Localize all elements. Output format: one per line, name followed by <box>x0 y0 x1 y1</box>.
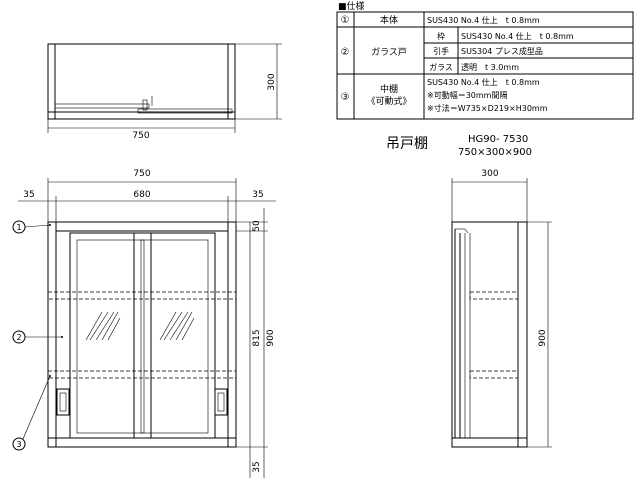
spec-table: ■仕様 ① 本体 SUS430 No.4 仕上 t 0.8mm ② ガラス戸 枠… <box>336 0 634 120</box>
spec-row1-text: SUS430 No.4 仕上 t 0.8mm <box>427 15 540 25</box>
spec-row5-text2: ※可動幅＝30mm間隔 <box>427 90 507 100</box>
top-view: 750 300 <box>47 43 282 141</box>
callout-2: 2 <box>16 333 21 342</box>
spec-row2-part: ガラス戸 <box>371 47 407 58</box>
product-model: HG90- 7530 <box>468 134 528 145</box>
spec-row3-sub: 引手 <box>433 46 449 56</box>
dim-front-inner: 680 <box>133 190 150 200</box>
spec-row5-text3: ※寸法＝W735×D219×H30mm <box>427 103 548 113</box>
spec-row1-no: ① <box>341 15 350 26</box>
spec-row5-part2: 《可動式》 <box>366 95 411 107</box>
dim-top-depth: 300 <box>267 73 277 90</box>
spec-row5-no: ③ <box>341 92 350 103</box>
dim-front-mid: 815 <box>252 329 262 346</box>
dim-front-top: 50 <box>252 220 262 232</box>
dim-side-depth: 300 <box>481 169 498 179</box>
spec-row1-part: 本体 <box>380 14 398 26</box>
dim-front-bottom: 35 <box>252 461 262 472</box>
callout-3: 3 <box>16 440 21 449</box>
dim-front-width: 750 <box>133 169 150 179</box>
dim-side-height: 900 <box>538 329 548 346</box>
product-name: 吊戸棚 <box>386 136 428 152</box>
spec-heading: ■仕様 <box>338 0 365 12</box>
side-view: 300 900 <box>451 169 552 448</box>
front-view: 750 35 680 35 <box>12 169 276 478</box>
dim-front-side-right: 35 <box>252 190 263 200</box>
dim-top-width: 750 <box>132 131 149 141</box>
spec-row5-text: SUS430 No.4 仕上 t 0.8mm <box>427 77 540 87</box>
spec-row2-sub: 枠 <box>437 31 445 41</box>
spec-row4-sub: ガラス <box>429 62 453 72</box>
dim-front-side-left: 35 <box>23 190 34 200</box>
callout-1: 1 <box>16 223 21 232</box>
spec-row2-no: ② <box>341 47 350 58</box>
spec-table-border <box>336 11 634 120</box>
product-size: 750×300×900 <box>458 147 532 158</box>
spec-row3-text: SUS304 プレス成型品 <box>461 46 543 56</box>
spec-row4-text: 透明 t 3.0mm <box>461 63 519 72</box>
dim-front-height: 900 <box>266 329 276 346</box>
spec-row5-part: 中棚 <box>380 83 398 95</box>
callout-3-circle <box>12 437 26 451</box>
spec-row2-text: SUS430 No.4 仕上 t 0.8mm <box>461 31 574 41</box>
